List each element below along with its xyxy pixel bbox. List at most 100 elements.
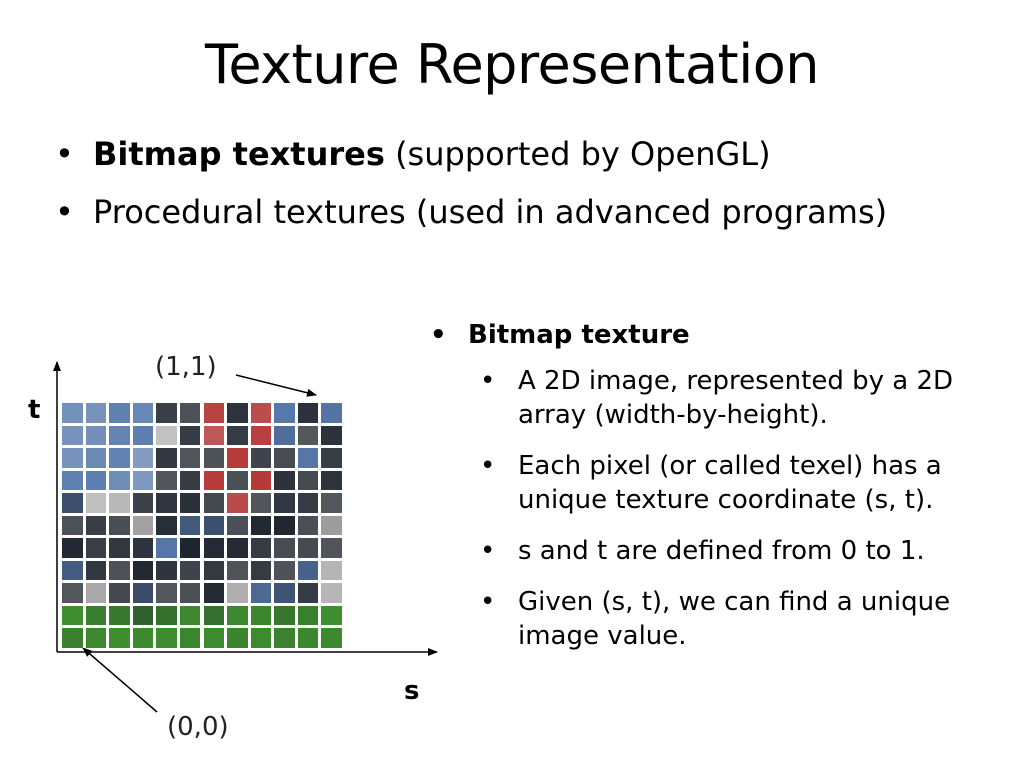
detail-item-text: s and t are defined from 0 to 1. (518, 536, 925, 566)
texel (132, 605, 154, 626)
texel (85, 493, 107, 513)
texel (62, 470, 83, 491)
texel (156, 448, 177, 468)
bullet-procedural-textures: • Procedural textures (used in advanced … (55, 188, 995, 246)
texel (297, 425, 319, 446)
texel (321, 425, 342, 446)
texel (85, 515, 107, 536)
texel (132, 628, 154, 648)
texel (132, 425, 154, 446)
texel (321, 560, 342, 581)
texel (109, 583, 130, 603)
texel (203, 605, 225, 626)
bullet-dot: • (480, 451, 496, 481)
texel (109, 538, 130, 558)
texel (203, 448, 225, 468)
texel (250, 493, 272, 513)
texel (156, 560, 177, 581)
texel (109, 560, 130, 581)
texel (156, 470, 177, 491)
texel (250, 538, 272, 558)
texel (62, 583, 83, 603)
texel (274, 538, 295, 558)
texel (250, 605, 272, 626)
texel (250, 403, 272, 423)
main-bullet-list: • Bitmap textures (supported by OpenGL) … (55, 130, 995, 246)
origin-coordinate-label: (0,0) (167, 712, 229, 742)
texel (274, 425, 295, 446)
texel (227, 425, 248, 446)
texel (132, 493, 154, 513)
texel (85, 403, 107, 423)
texel (156, 403, 177, 423)
texel (109, 403, 130, 423)
texel (297, 538, 319, 558)
texel (203, 425, 225, 446)
texel (132, 538, 154, 558)
texel (156, 628, 177, 648)
texture-image-grid (62, 403, 342, 648)
texel (297, 515, 319, 536)
texel (179, 560, 201, 581)
texel (132, 583, 154, 603)
texel (227, 403, 248, 423)
texel (321, 403, 342, 423)
texel (274, 583, 295, 603)
texel (321, 628, 342, 648)
texel (297, 560, 319, 581)
texel (62, 403, 83, 423)
bullet-text: (supported by OpenGL) (384, 135, 771, 173)
slide-title: Texture Representation (205, 33, 819, 96)
texel (297, 628, 319, 648)
texel (156, 583, 177, 603)
arrow-to-origin (82, 647, 158, 713)
texel (179, 515, 201, 536)
texel (62, 560, 83, 581)
texel (85, 425, 107, 446)
texel (109, 628, 130, 648)
texel (132, 403, 154, 423)
texel (179, 425, 201, 446)
texel (109, 605, 130, 626)
texel (132, 470, 154, 491)
detail-item-text: Given (s, t), we can find a unique image… (518, 587, 951, 651)
texel (297, 470, 319, 491)
texel (109, 515, 130, 536)
texel (132, 560, 154, 581)
detail-heading: • Bitmap texture (430, 318, 1005, 364)
texel (156, 605, 177, 626)
top-right-coordinate-label: (1,1) (155, 352, 217, 382)
bullet-dot: • (480, 366, 496, 396)
texel (179, 493, 201, 513)
texel (297, 583, 319, 603)
bullet-text: Procedural textures (used in advanced pr… (93, 193, 888, 231)
texel (156, 493, 177, 513)
bullet-bitmap-textures: • Bitmap textures (supported by OpenGL) (55, 130, 995, 188)
texel (321, 448, 342, 468)
texel (250, 628, 272, 648)
texel (250, 515, 272, 536)
texel (179, 628, 201, 648)
texel (62, 605, 83, 626)
texel (203, 583, 225, 603)
texel (179, 403, 201, 423)
texel (109, 493, 130, 513)
s-axis-label: s (404, 676, 420, 706)
bullet-dot: • (55, 193, 74, 231)
texel (109, 425, 130, 446)
texel (179, 605, 201, 626)
texel (274, 560, 295, 581)
texel (156, 515, 177, 536)
texel (227, 470, 248, 491)
texel (274, 493, 295, 513)
texel (132, 448, 154, 468)
texel (85, 605, 107, 626)
arrow-to-top-right (235, 374, 317, 397)
texel (274, 605, 295, 626)
texture-coordinate-diagram: t s (1,1) (0,0) (0, 340, 460, 768)
texel (179, 583, 201, 603)
texel (227, 448, 248, 468)
texel (297, 448, 319, 468)
diagram-axes-and-arrows (53, 361, 438, 713)
